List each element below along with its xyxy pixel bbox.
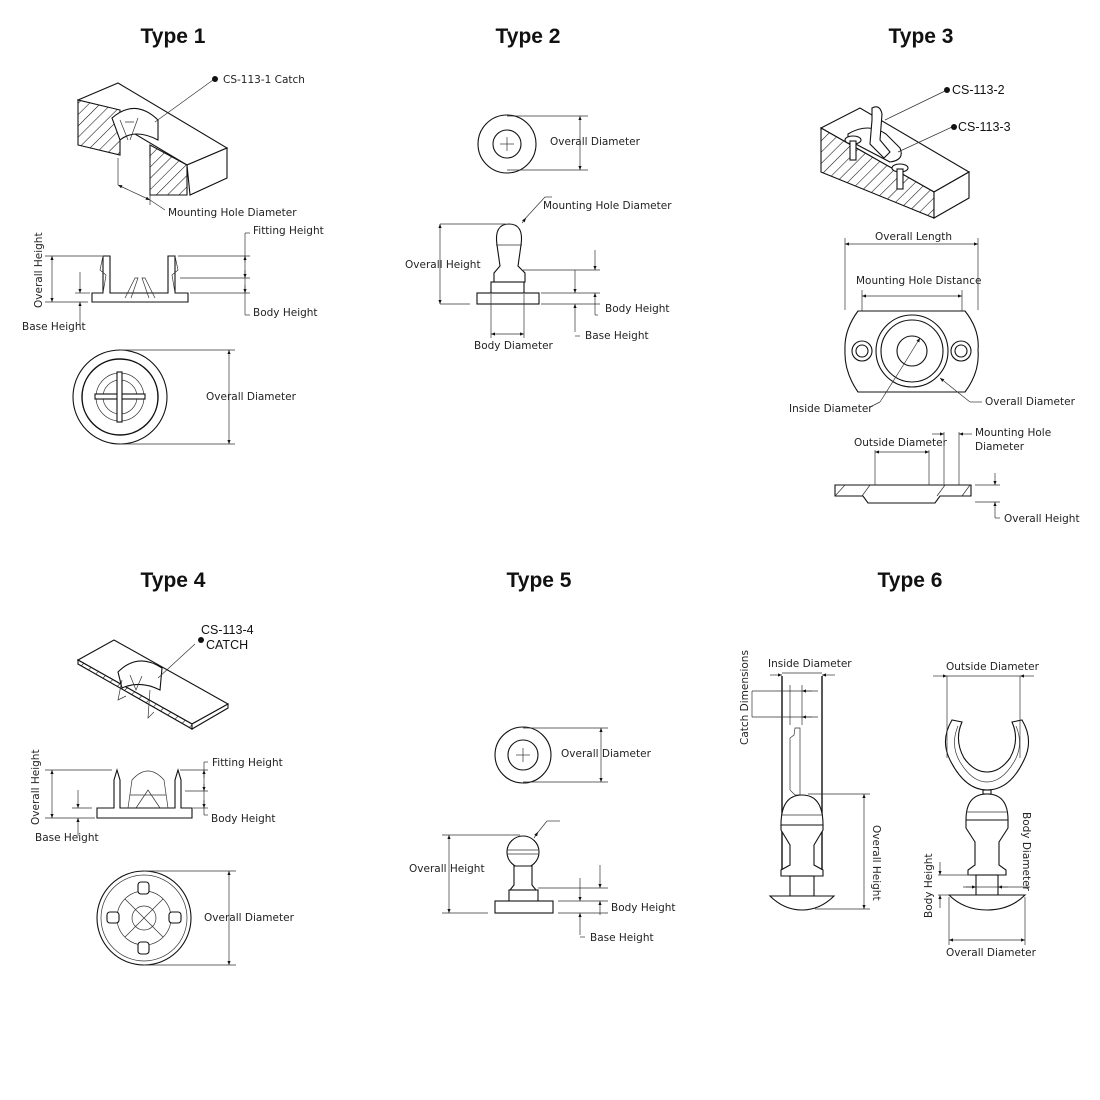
- type6-inside-diameter-label: Inside Diameter: [768, 658, 852, 670]
- type2-overall-diameter-label: Overall Diameter: [550, 136, 641, 148]
- type6-assembled-view: Inside Diameter Catch Dimensions Overall…: [739, 650, 882, 911]
- type3-side-view: Outside Diameter Mounting Hole Diameter …: [834, 427, 1080, 525]
- type3-inside-diameter-label: Inside Diameter: [789, 403, 873, 415]
- type6-section: Type 6 Inside Diameter Catch Dimensions: [739, 569, 1040, 959]
- type6-body-diameter-label: Body Diameter: [1020, 812, 1032, 892]
- type5-overall-diameter-label: Overall Diameter: [561, 748, 652, 760]
- type4-top-view: Overall Diameter: [96, 870, 295, 966]
- type1-catch-callout-dot: [212, 76, 218, 82]
- type1-catch-label: CS-113-1 Catch: [223, 74, 305, 86]
- type3-isometric-view: CS-113-2 CS-113-3: [819, 83, 1011, 219]
- type4-catch-label-line2: CATCH: [206, 638, 248, 652]
- type3-mounting-hole-label-line2: Diameter: [975, 441, 1025, 453]
- type3-overall-length-label: Overall Length: [875, 231, 952, 243]
- type2-title: Type 2: [496, 25, 561, 48]
- type3-overall-diameter-label: Overall Diameter: [985, 396, 1076, 408]
- type1-title: Type 1: [141, 25, 206, 48]
- type5-title: Type 5: [507, 569, 572, 592]
- type5-body-height-label: Body Height: [611, 902, 676, 914]
- type2-overall-height-label: Overall Height: [405, 259, 481, 271]
- type3-part-a-label: CS-113-2: [952, 83, 1005, 97]
- type4-overall-height-label: Overall Height: [30, 749, 42, 825]
- type4-title: Type 4: [141, 569, 206, 592]
- type1-side-view: Fitting Height Body Height Base Height O…: [22, 225, 324, 333]
- type3-mounting-hole-label-line1: Mounting Hole: [975, 427, 1051, 439]
- type3-overall-height-label: Overall Height: [1004, 513, 1080, 525]
- type4-side-view: Fitting Height Body Height Base Height O…: [30, 749, 283, 844]
- type6-title: Type 6: [878, 569, 943, 592]
- type6-body-height-label: Body Height: [923, 853, 935, 918]
- type3-top-view: Overall Length Mounting Hole Distance In…: [789, 231, 1076, 415]
- type1-isometric-view: CS-113-1 Catch Mounting Hole Diameter: [76, 74, 305, 219]
- type3-part-b-callout-dot: [951, 124, 957, 130]
- type3-section: Type 3 CS-113-2 CS-113-3 Overall Length: [789, 25, 1080, 525]
- type1-section: Type 1 CS-113-1 Catch Mounting Hole Diam…: [22, 25, 324, 445]
- type2-top-view: Overall Diameter: [477, 114, 641, 174]
- type5-base-height-label: Base Height: [590, 932, 654, 944]
- type5-section: Type 5 Overall Diameter: [409, 569, 676, 944]
- type1-fitting-height-label: Fitting Height: [253, 225, 324, 237]
- type2-body-height-label: Body Height: [605, 303, 670, 315]
- type5-side-view: Overall Height Body Height Base Height: [409, 820, 676, 944]
- type3-outside-diameter-label: Outside Diameter: [854, 437, 948, 449]
- type3-title: Type 3: [889, 25, 954, 48]
- type6-overall-height-label: Overall Height: [870, 825, 882, 901]
- type2-base-height-label: Base Height: [585, 330, 649, 342]
- type4-fitting-height-label: Fitting Height: [212, 757, 283, 769]
- type6-overall-diameter-label: Overall Diameter: [946, 947, 1037, 959]
- type1-overall-height-label: Overall Height: [33, 232, 45, 308]
- type5-overall-height-label: Overall Height: [409, 863, 485, 875]
- type4-overall-diameter-label: Overall Diameter: [204, 912, 295, 924]
- type2-section: Type 2 Overall Diameter: [405, 25, 672, 352]
- type6-outside-diameter-label: Outside Diameter: [946, 661, 1040, 673]
- type3-mounting-hole-distance-label: Mounting Hole Distance: [856, 275, 981, 287]
- type3-part-b-label: CS-113-3: [958, 120, 1011, 134]
- type6-catch-dimensions-label: Catch Dimensions: [739, 650, 751, 745]
- type5-top-view: Overall Diameter: [494, 726, 652, 784]
- type4-body-height-label: Body Height: [211, 813, 276, 825]
- type4-base-height-label: Base Height: [35, 832, 99, 844]
- type2-side-view: Mounting Hole Diameter Overall Height Bo…: [405, 196, 672, 352]
- type2-body-diameter-label: Body Diameter: [474, 340, 554, 352]
- type1-top-view: Overall Diameter: [72, 349, 297, 445]
- type6-component-view: Outside Diameter Body Diameter Body Heig…: [923, 661, 1040, 959]
- type4-catch-callout-dot: [198, 637, 204, 643]
- type3-part-a-callout-dot: [944, 87, 950, 93]
- type1-base-height-label: Base Height: [22, 321, 86, 333]
- type4-isometric-view: CS-113-4 CATCH: [76, 623, 254, 730]
- type1-mounting-hole-diameter-label: Mounting Hole Diameter: [168, 207, 297, 219]
- type4-catch-label-line1: CS-113-4: [201, 623, 254, 637]
- type1-overall-diameter-label: Overall Diameter: [206, 391, 297, 403]
- type1-body-height-label: Body Height: [253, 307, 318, 319]
- type2-mounting-hole-diameter-label: Mounting Hole Diameter: [543, 200, 672, 212]
- type4-section: Type 4 CS-113-4 CATCH: [30, 569, 295, 966]
